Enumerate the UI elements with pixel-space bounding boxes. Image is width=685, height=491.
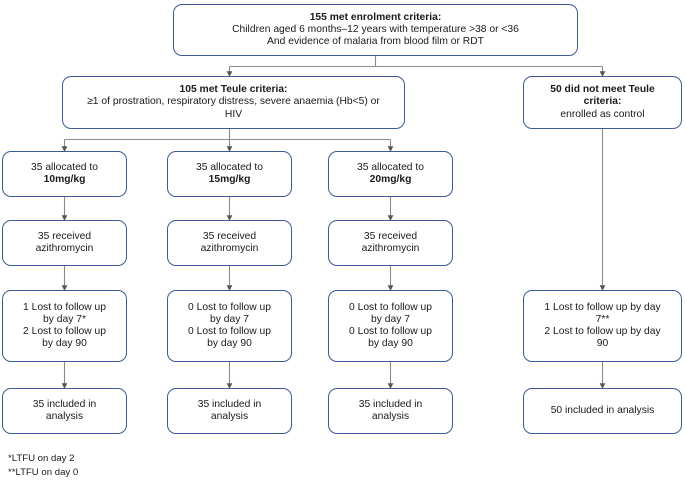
node-allocated-15mg: 35 allocated to 15mg/kg xyxy=(167,151,292,197)
footnote-2: **LTFU on day 0 xyxy=(8,466,79,478)
node-analysis-10mg-line1: 35 included in xyxy=(32,398,97,410)
node-teule-met: 105 met Teule criteria: ≥1 of prostratio… xyxy=(62,76,405,129)
node-allocated-15mg-dose: 15mg/kg xyxy=(208,174,251,185)
node-allocated-15mg-line1: 35 allocated to xyxy=(196,161,263,173)
node-allocated-20mg-line1: 35 allocated to xyxy=(357,161,424,173)
node-ltfu-20mg-line1: 0 Lost to follow up xyxy=(349,301,432,313)
node-ltfu-15mg: 0 Lost to follow up by day 7 0 Lost to f… xyxy=(167,290,292,362)
node-analysis-20mg-line1: 35 included in xyxy=(358,398,423,410)
node-ltfu-control: 1 Lost to follow up by day 7** 2 Lost to… xyxy=(523,290,682,362)
node-ltfu-15mg-line4: by day 90 xyxy=(207,338,252,350)
node-allocated-20mg-dose: 20mg/kg xyxy=(369,174,412,185)
node-received-20mg-line1: 35 received xyxy=(363,230,418,242)
node-received-20mg: 35 received azithromycin xyxy=(328,220,453,266)
node-teule-met-line2: HIV xyxy=(224,108,243,120)
node-received-20mg-line2: azithromycin xyxy=(361,243,420,254)
node-ltfu-15mg-line1: 0 Lost to follow up xyxy=(188,301,271,313)
node-received-15mg: 35 received azithromycin xyxy=(167,220,292,266)
footnotes: *LTFU on day 2 **LTFU on day 0 xyxy=(8,452,78,480)
node-analysis-control: 50 included in analysis xyxy=(523,388,682,434)
node-enrolment: 155 met enrolment criteria: Children age… xyxy=(173,4,578,56)
node-ltfu-15mg-line2: by day 7 xyxy=(210,313,249,325)
node-analysis-15mg-line1: 35 included in xyxy=(197,398,262,410)
node-received-15mg-line2: azithromycin xyxy=(200,243,259,254)
node-allocated-20mg: 35 allocated to 20mg/kg xyxy=(328,151,453,197)
node-allocated-10mg-line1: 35 allocated to xyxy=(31,161,98,173)
node-ltfu-10mg-line4: by day 90 xyxy=(42,338,87,350)
node-ltfu-15mg-line3: 0 Lost to follow up xyxy=(188,326,271,337)
node-analysis-20mg-line2: analysis xyxy=(371,411,410,422)
node-analysis-20mg: 35 included in analysis xyxy=(328,388,453,434)
node-ltfu-control-line1: 1 Lost to follow up by day xyxy=(544,301,661,313)
node-received-15mg-line1: 35 received xyxy=(202,230,257,242)
node-enrolment-heading: 155 met enrolment criteria: xyxy=(309,11,442,23)
node-analysis-10mg-line2: analysis xyxy=(45,411,84,422)
node-teule-met-heading: 105 met Teule criteria: xyxy=(179,84,288,96)
node-ltfu-10mg: 1 Lost to follow up by day 7* 2 Lost to … xyxy=(2,290,127,362)
node-ltfu-10mg-line2: by day 7* xyxy=(43,313,86,325)
node-teule-not-met-heading-line2: criteria: xyxy=(583,96,622,108)
node-received-10mg: 35 received azithromycin xyxy=(2,220,127,266)
node-ltfu-20mg: 0 Lost to follow up by day 7 0 Lost to f… xyxy=(328,290,453,362)
node-received-10mg-line2: azithromycin xyxy=(35,243,94,254)
node-received-10mg-line1: 35 received xyxy=(37,230,92,242)
footnote-1: *LTFU on day 2 xyxy=(8,453,75,464)
node-teule-not-met-line1: enrolled as control xyxy=(560,108,645,120)
node-allocated-10mg-dose: 10mg/kg xyxy=(43,174,86,185)
node-teule-not-met: 50 did not meet Teule criteria: enrolled… xyxy=(523,76,682,129)
node-ltfu-control-line3: 2 Lost to follow up by day xyxy=(544,326,661,337)
node-ltfu-20mg-line2: by day 7 xyxy=(371,313,410,325)
node-analysis-15mg: 35 included in analysis xyxy=(167,388,292,434)
node-analysis-10mg: 35 included in analysis xyxy=(2,388,127,434)
node-ltfu-20mg-line4: by day 90 xyxy=(368,338,413,350)
node-analysis-control-line1: 50 included in analysis xyxy=(550,404,655,416)
node-enrolment-line1: Children aged 6 months–12 years with tem… xyxy=(232,23,519,35)
node-teule-met-line1: ≥1 of prostration, respiratory distress,… xyxy=(87,96,380,108)
node-ltfu-control-line2: 7** xyxy=(595,313,610,325)
node-ltfu-control-line4: 90 xyxy=(596,338,609,350)
node-ltfu-10mg-line3: 2 Lost to follow up xyxy=(23,326,106,337)
node-analysis-15mg-line2: analysis xyxy=(210,411,249,422)
node-ltfu-10mg-line1: 1 Lost to follow up xyxy=(23,301,106,313)
node-allocated-10mg: 35 allocated to 10mg/kg xyxy=(2,151,127,197)
node-teule-not-met-heading-line1: 50 did not meet Teule xyxy=(550,84,655,96)
node-enrolment-line2: And evidence of malaria from blood film … xyxy=(267,36,484,48)
node-ltfu-20mg-line3: 0 Lost to follow up xyxy=(349,326,432,337)
